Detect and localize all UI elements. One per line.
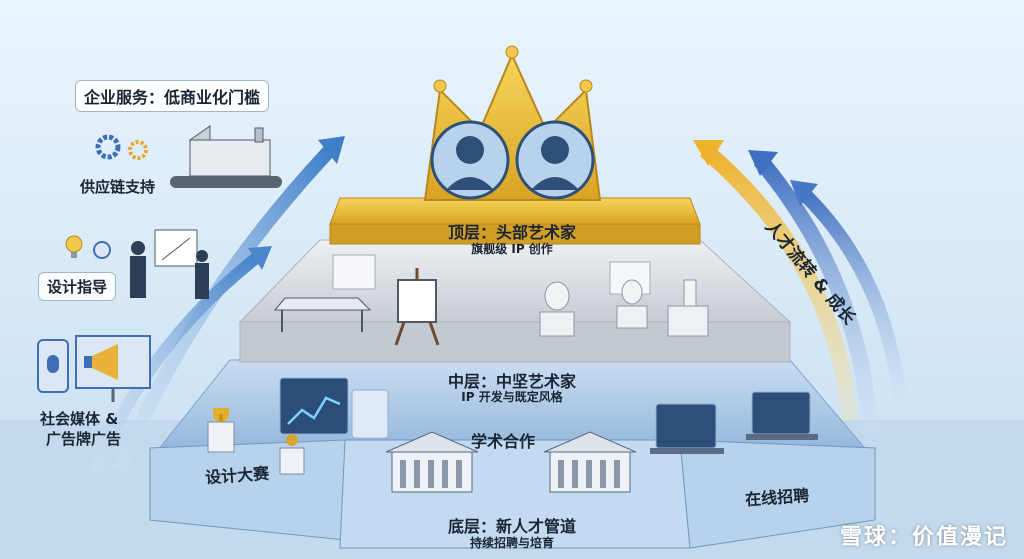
easel-icon [394, 268, 440, 346]
top-tier-title: 顶层：头部艺术家 [447, 223, 576, 242]
trophy-icon [207, 408, 235, 453]
artist-avatar-icon [430, 120, 510, 200]
laptop-base [746, 434, 818, 440]
enterprise-services-label: 企业服务：低商业化门槛 [75, 80, 270, 112]
chart-line [287, 396, 341, 425]
arrow-head [790, 180, 818, 206]
laptop-screen [655, 403, 717, 449]
factory-icon [170, 125, 282, 188]
compass-icon [93, 241, 111, 259]
wall-frame [332, 254, 376, 290]
billboard-megaphone-icon [75, 335, 151, 402]
lightbulb-icon [65, 235, 83, 258]
middle-tier-title: 中层：中坚艺术家 [447, 372, 576, 391]
bottom-tier-title: 底层：新人才管道 [447, 517, 576, 536]
arrow-head [693, 140, 724, 166]
growth-arrow [89, 250, 264, 473]
design-guidance-label: 设计指导 [38, 272, 117, 301]
middle-tier-subtitle: IP 开发与既定风格 [461, 390, 563, 404]
arrow-head [748, 150, 778, 176]
watermark: 雪球：价值漫记 [839, 525, 1008, 550]
arrow-head [248, 246, 272, 270]
academic-cooperation-label: 学术合作 [471, 432, 536, 451]
top-tier-subtitle: 旗舰级 IP 创作 [471, 242, 553, 256]
document-screen [351, 389, 389, 439]
laptop-base [650, 448, 724, 454]
presentation-icon [130, 229, 209, 299]
supply-chain-label: 供应链支持 [80, 178, 156, 196]
artist-avatar-icon [515, 120, 595, 200]
base-block-right [679, 439, 876, 549]
talent-arrow [795, 184, 907, 401]
university-building-icon [385, 431, 479, 493]
chart-screen [279, 377, 349, 435]
arrow-head [318, 136, 345, 164]
university-building-icon [543, 431, 637, 493]
table-icon [273, 297, 372, 332]
design-contest-label: 设计大赛 [204, 463, 270, 488]
social-media-label-line2: 广告牌广告 [46, 430, 122, 448]
online-recruitment-label: 在线招聘 [744, 485, 810, 510]
sculpture-icon [539, 279, 709, 337]
trophy-icon [279, 434, 305, 475]
social-media-label-line1: 社会媒体 & [40, 410, 119, 428]
middle-tier-front [239, 321, 791, 363]
gear-icon [95, 134, 148, 160]
top-tier-front [329, 223, 701, 245]
talent-arrow-gold [699, 143, 858, 421]
smartphone-icon [37, 339, 69, 393]
bottom-tier-subtitle: 持续招聘与培育 [469, 536, 554, 550]
talent-arrow [753, 154, 878, 431]
